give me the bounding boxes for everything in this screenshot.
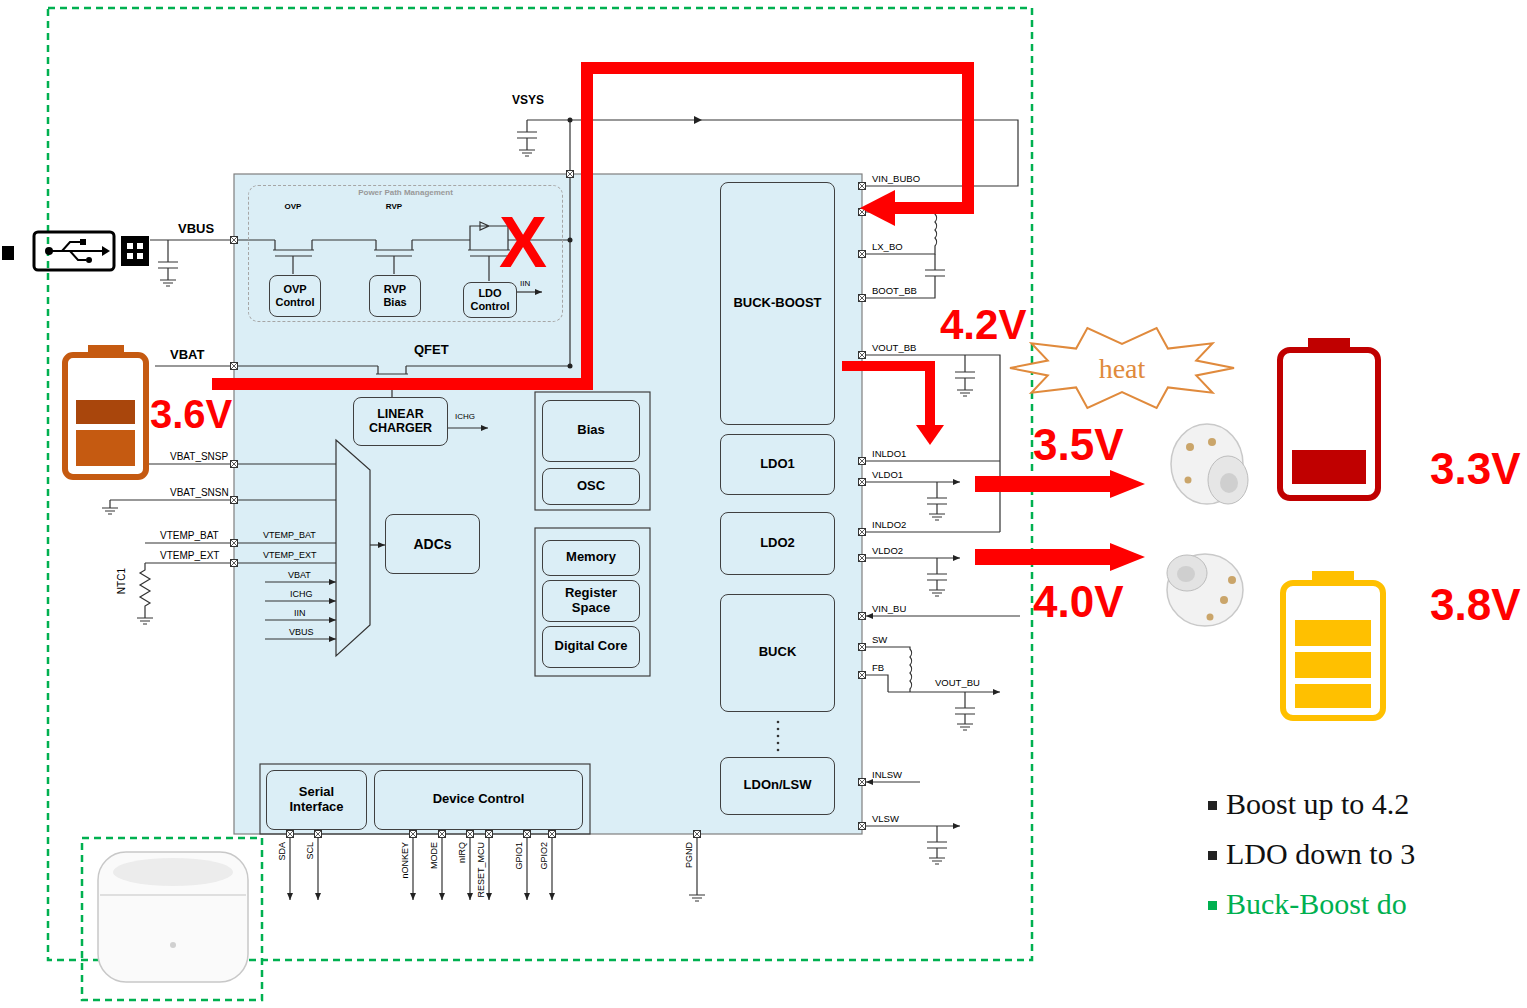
box-label: RVP Bias	[370, 283, 420, 308]
signal-label: VBUS	[289, 628, 314, 637]
pin-label: nIRQ	[458, 842, 467, 863]
pin-label: VLDO2	[872, 546, 903, 556]
block-box: LDO2	[720, 512, 835, 575]
pin-label: VIN_BU	[872, 604, 906, 614]
signal-label: IIN	[294, 609, 306, 618]
box-label: OSC	[543, 479, 639, 494]
bullet-note: Boost up to 4.2	[1226, 789, 1409, 819]
block-box: Register Space	[542, 580, 640, 622]
box-label: Device Control	[375, 792, 582, 807]
pin-label: FB	[872, 663, 884, 673]
pin-label: GPIO1	[515, 842, 524, 870]
voltage-callout: 3.5V	[1033, 423, 1124, 467]
block-box: LDO1	[720, 434, 835, 495]
group-heading: Power Path Management	[249, 188, 562, 197]
box-label: BUCK	[721, 645, 834, 660]
pin-label: VLSW	[872, 814, 899, 824]
pin-label: VTEMP_BAT	[160, 531, 219, 541]
voltage-callout: 4.2V	[940, 304, 1026, 346]
bullet-note: Buck-Boost do	[1226, 889, 1407, 919]
block-box: Memory	[542, 540, 640, 576]
pin-label: GPIO2	[540, 842, 549, 870]
block-box: OVP Control	[269, 275, 321, 317]
box-label: LDOn/LSW	[721, 778, 834, 793]
pin-label: BOOT_BB	[872, 286, 917, 296]
net-label: VSYS	[512, 94, 544, 106]
signal-label: ICHG	[455, 413, 475, 421]
box-label: OVP Control	[270, 283, 320, 308]
block-box: Serial Interface	[266, 770, 367, 830]
part-label: RVP	[386, 203, 402, 211]
signal-label: VBAT	[288, 571, 311, 580]
block-box: BUCK-BOOST	[720, 182, 835, 425]
pin-label: PGND	[685, 842, 694, 868]
pin-label: VTEMP_EXT	[160, 551, 219, 561]
pin-label: VOUT_BB	[872, 343, 916, 353]
part-label: OVP	[285, 203, 302, 211]
voltage-callout: 3.6V	[150, 394, 232, 434]
block-box: LDOn/LSW	[720, 757, 835, 815]
part-label: NTC1	[117, 568, 127, 594]
block-box: LINEAR CHARGER	[353, 397, 448, 446]
box-label: BUCK-BOOST	[721, 296, 834, 311]
block-box: ADCs	[385, 514, 480, 574]
block-box: OSC	[542, 468, 640, 505]
pin-label: LX_BO	[872, 242, 903, 252]
pin-label: VBAT_SNSN	[170, 488, 229, 498]
part-label: QFET	[414, 343, 449, 356]
box-label: Digital Core	[543, 639, 639, 654]
pin-label: RESET_MCU	[477, 842, 486, 898]
signal-label: ICHG	[290, 590, 313, 599]
pin-label: MODE	[430, 842, 439, 869]
box-label: LINEAR CHARGER	[354, 407, 447, 436]
block-box: Device Control	[374, 770, 583, 830]
box-label: Memory	[543, 550, 639, 565]
box-label: ADCs	[386, 536, 479, 552]
block-box: Digital Core	[542, 626, 640, 668]
box-label: LDO2	[721, 536, 834, 551]
pin-label: SDA	[278, 842, 287, 861]
block-box: Bias	[542, 400, 640, 462]
heat-callout: heat	[1099, 355, 1146, 383]
pin-label: VIN_BUBO	[872, 174, 920, 184]
net-label: VBAT	[170, 348, 204, 361]
block-box: RVP Bias	[369, 275, 421, 317]
box-label: Bias	[543, 423, 639, 438]
signal-label: IIN	[520, 280, 530, 288]
signal-label: VTEMP_BAT	[263, 531, 316, 540]
pin-label: VBAT_SNSP	[170, 452, 228, 462]
pin-label: INLDO1	[872, 449, 906, 459]
pin-label: SW	[872, 635, 887, 645]
block-box: BUCK	[720, 594, 835, 712]
box-label: Serial Interface	[267, 785, 366, 815]
block-box: LDO Control	[463, 282, 517, 318]
pin-label: INLDO2	[872, 520, 906, 530]
net-label: VBUS	[178, 222, 214, 235]
disabled-mark: X	[499, 206, 547, 278]
box-label: LDO Control	[464, 287, 516, 312]
pin-label: SCL	[306, 842, 315, 860]
box-label: Register Space	[543, 586, 639, 616]
signal-label: VTEMP_EXT	[263, 551, 317, 560]
voltage-callout: 4.0V	[1033, 580, 1124, 624]
box-label: LDO1	[721, 457, 834, 472]
net-label: VOUT_BU	[935, 678, 980, 688]
pin-label: INLSW	[872, 770, 902, 780]
pin-label: nONKEY	[401, 842, 410, 879]
voltage-callout: 3.8V	[1430, 583, 1521, 627]
bullet-note: LDO down to 3	[1226, 839, 1415, 869]
pin-label: VLDO1	[872, 470, 903, 480]
voltage-callout: 3.3V	[1430, 447, 1521, 491]
